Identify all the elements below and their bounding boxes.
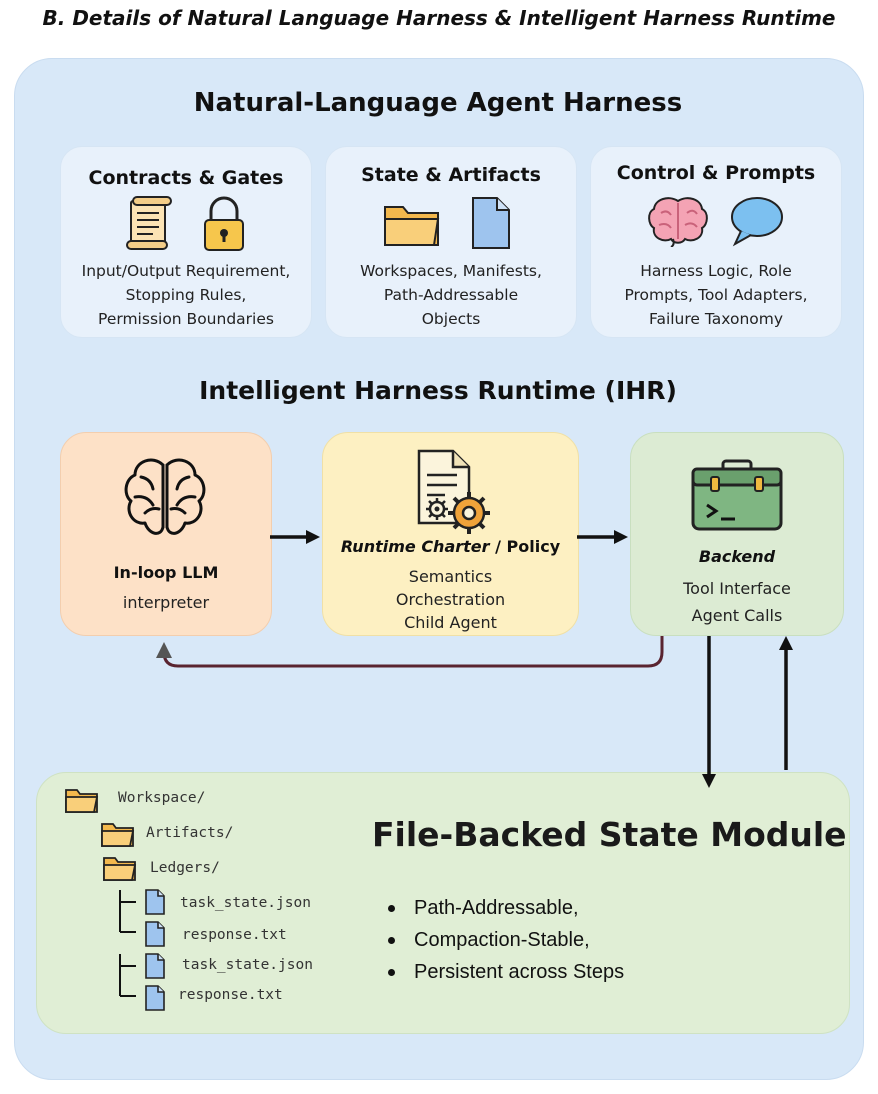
in-loop-llm-box: In-loop LLM interpreter [60,432,272,636]
figure-title: B. Details of Natural Language Harness &… [42,6,836,30]
card-description: Input/Output Requirement, Stopping Rules… [61,259,311,331]
folder-icon [101,823,135,847]
lock-icon [204,196,244,251]
file-state-bullets: Path-Addressable, Compaction-Stable, Per… [386,892,624,988]
document-gear-icon [417,449,490,534]
tree-root-label: Workspace/ [118,790,206,806]
brain-outline-icon [124,458,206,535]
tree-artifacts-label: Artifacts/ [146,825,234,841]
file-icon [145,921,165,947]
ihr-title: Intelligent Harness Runtime (IHR) [199,376,677,405]
card-description: Harness Logic, Role Prompts, Tool Adapte… [591,259,841,331]
llm-title: In-loop LLM [113,563,219,582]
card-description: Workspaces, Manifests, Path-Addressable … [326,259,576,331]
charter-line: Semantics [408,567,493,586]
charter-line: Orchestration [395,590,506,609]
desc-line: Path-Addressable [383,286,519,304]
speech-bubble-icon [731,197,783,247]
toolbox-terminal-icon [691,459,783,531]
desc-line: Prompts, Tool Adapters, [624,286,808,304]
card-title: Control & Prompts [616,162,816,184]
file-icon [145,953,165,979]
backend-line: Agent Calls [691,606,783,625]
desc-line: Permission Boundaries [98,310,274,328]
desc-line: Harness Logic, Role [640,262,792,280]
card-title: Contracts & Gates [88,167,284,189]
desc-line: Objects [421,310,481,328]
backend-lines: Tool Interface Agent Calls [631,575,843,629]
backend-line: Tool Interface [683,579,791,598]
desc-line: Failure Taxonomy [648,310,784,328]
backend-box: Backend Tool Interface Agent Calls [630,432,844,636]
llm-subtitle: interpreter [122,593,210,612]
runtime-charter-box: Runtime Charter / Policy Semantics Orche… [322,432,579,636]
contracts-gates-card: Contracts & Gates Input/Output Requireme… [60,146,312,338]
tree-file-label: response.txt [178,987,283,1003]
control-prompts-card: Control & Prompts Harness Logic, Role Pr… [590,146,842,338]
charter-title: Runtime Charter / Policy [323,537,578,556]
charter-line: Child Agent [404,613,497,632]
card-title: State & Artifacts [361,164,541,186]
bullet-item: Path-Addressable, [386,892,624,924]
scroll-icon [126,196,172,250]
charter-lines: Semantics Orchestration Child Agent [323,565,578,634]
desc-line: Stopping Rules, [125,286,247,304]
state-artifacts-card: State & Artifacts Workspaces, Manifests,… [325,146,577,338]
file-backed-state-box [36,772,850,1034]
bullet-item: Compaction-Stable, [386,924,624,956]
tree-file-label: task_state.json [182,957,313,973]
file-icon [145,985,165,1011]
harness-title: Natural-Language Agent Harness [193,88,683,118]
desc-line: Workspaces, Manifests, [360,262,542,280]
bullet-item: Persistent across Steps [386,956,624,988]
tree-file-label: task_state.json [180,895,311,911]
folder-icon [65,789,99,813]
folder-icon [103,857,137,881]
desc-line: Input/Output Requirement, [81,262,291,280]
file-icon [145,889,165,915]
tree-file-label: response.txt [182,927,287,943]
backend-title: Backend [698,547,776,566]
file-state-title: File-Backed State Module [372,815,847,854]
charter-title-italic: Runtime Charter [340,537,490,556]
tree-ledgers-label: Ledgers/ [150,860,220,876]
charter-title-rest: / Policy [489,537,561,556]
brain-icon [648,197,708,247]
document-icon [472,197,510,249]
folder-icon [384,206,440,246]
